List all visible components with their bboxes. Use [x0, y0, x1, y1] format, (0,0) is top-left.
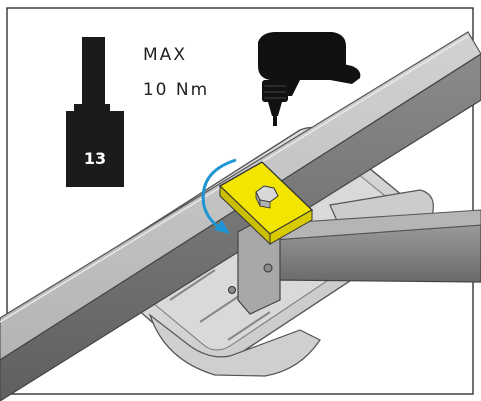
drill-driver-icon — [258, 32, 361, 126]
rotate-clockwise-arrow-icon — [201, 158, 237, 234]
socket-wrench-icon — [66, 37, 124, 187]
torque-max-label: MAX — [143, 45, 187, 65]
figure-border — [6, 7, 474, 395]
yellow-clamp — [218, 161, 314, 246]
torque-value-label: 10 Nm — [143, 80, 209, 100]
socket-size-label: 13 — [84, 149, 106, 168]
bolt-head — [255, 185, 279, 209]
